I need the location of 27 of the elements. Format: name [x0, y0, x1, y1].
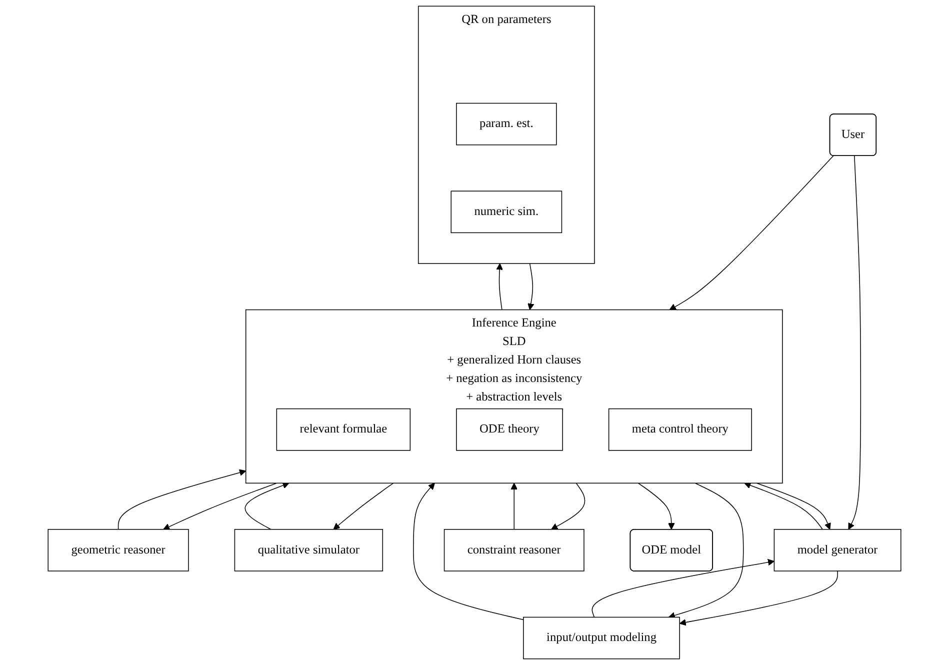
arrow	[744, 482, 823, 530]
arrow	[163, 482, 278, 530]
arrow	[118, 469, 246, 530]
arrow	[551, 482, 586, 530]
arrow	[668, 482, 744, 619]
node-box: input/output modeling	[523, 616, 680, 660]
node-box: model generator	[774, 529, 902, 572]
node-box: param. est.	[456, 102, 557, 146]
node-box: constraint reasoner	[444, 529, 584, 572]
arrow	[244, 482, 290, 530]
arrow	[333, 482, 394, 530]
arrow	[756, 482, 831, 530]
arrow	[669, 155, 834, 310]
node-box: geometric reasoner	[48, 529, 189, 572]
node-box: qualitative simulator	[234, 529, 384, 572]
node-box: relevant formulae	[276, 408, 411, 451]
arrow	[679, 570, 838, 626]
arrow	[528, 263, 534, 310]
arrow	[496, 263, 503, 310]
node-box: ODE theory	[456, 408, 563, 451]
node-box: numeric sim.	[450, 190, 562, 234]
arrow	[510, 482, 518, 530]
arrow	[638, 482, 675, 530]
arrow	[848, 156, 862, 530]
arrow	[413, 482, 524, 620]
node-box: meta control theory	[608, 408, 752, 451]
arrow	[592, 558, 774, 618]
